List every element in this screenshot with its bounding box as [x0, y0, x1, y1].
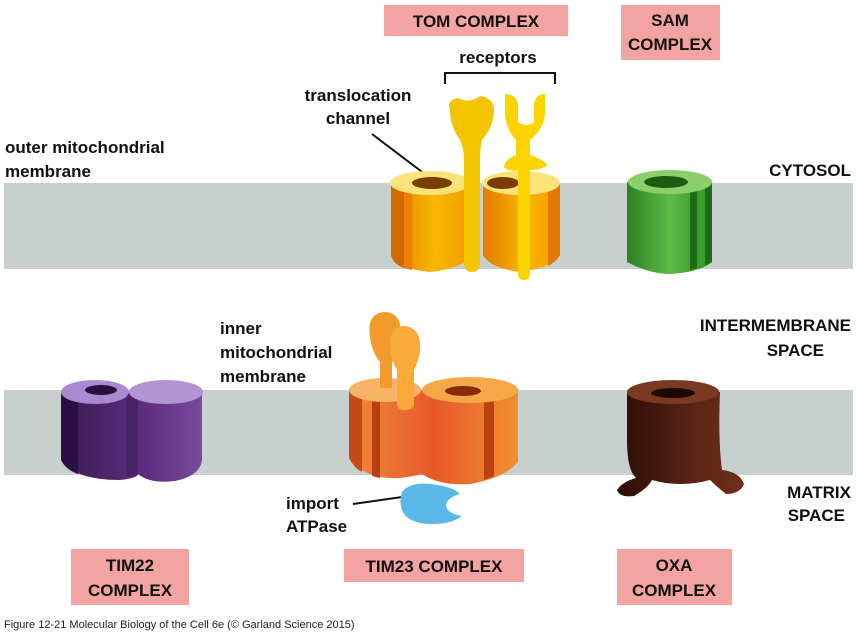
- receptor-fork: [504, 94, 548, 280]
- inner-membrane-label-line2: mitochondrial: [220, 343, 332, 362]
- tim22-complex-text-line2: COMPLEX: [88, 581, 173, 600]
- tim23-complex-text: TIM23 COMPLEX: [366, 557, 504, 576]
- import-atpase-label-line1: import: [286, 494, 339, 513]
- oxa-complex-text-line1: OXA: [656, 556, 693, 575]
- import-atpase-shape: [400, 483, 462, 524]
- inner-membrane-label-line3: membrane: [220, 367, 306, 386]
- intermembrane-space-label-line2: SPACE: [767, 341, 824, 360]
- matrix-space-label-line1: MATRIX: [787, 483, 852, 502]
- sam-complex-label: SAM COMPLEX: [621, 5, 720, 60]
- tim23-arm-front: [389, 326, 421, 410]
- cytosol-label: CYTOSOL: [769, 161, 851, 180]
- outer-membrane-label-line2: membrane: [5, 162, 91, 181]
- tim22-complex-text-line1: TIM22: [106, 556, 154, 575]
- translocation-channel-label-line1: translocation: [305, 86, 412, 105]
- import-atpase-pointer: [352, 496, 403, 505]
- matrix-space-label-line2: SPACE: [788, 506, 845, 525]
- oxa-complex: [617, 380, 744, 497]
- translocation-channel-pore: [412, 177, 452, 189]
- oxa-complex-text-line2: COMPLEX: [632, 581, 717, 600]
- tim23-complex: [349, 312, 518, 524]
- sam-complex-text-line2: COMPLEX: [628, 35, 713, 54]
- inner-membrane-label-line1: inner: [220, 319, 262, 338]
- intermembrane-space-label-line1: INTERMEMBRANE: [700, 316, 851, 335]
- receptor-molar: [449, 96, 494, 272]
- tim22-complex-label: TIM22 COMPLEX: [71, 549, 189, 605]
- sam-complex: [627, 170, 712, 274]
- tim22-complex: [61, 380, 203, 482]
- tim23-complex-label: TIM23 COMPLEX: [344, 549, 524, 582]
- tom-complex-text: TOM COMPLEX: [413, 12, 540, 31]
- oxa-complex-label: OXA COMPLEX: [617, 549, 732, 605]
- tim23-arm-back: [369, 312, 401, 388]
- sam-complex-text-line1: SAM: [651, 11, 689, 30]
- figure-caption: Figure 12-21 Molecular Biology of the Ce…: [4, 619, 355, 631]
- tom-complex: [390, 94, 560, 280]
- outer-membrane-label-line1: outer mitochondrial: [5, 138, 165, 157]
- tom-complex-label: TOM COMPLEX: [384, 5, 568, 36]
- receptors-label: receptors: [459, 48, 536, 67]
- translocation-channel-label-line2: channel: [326, 109, 390, 128]
- receptors-bracket: [444, 72, 556, 84]
- import-atpase-label-line2: ATPase: [286, 517, 347, 536]
